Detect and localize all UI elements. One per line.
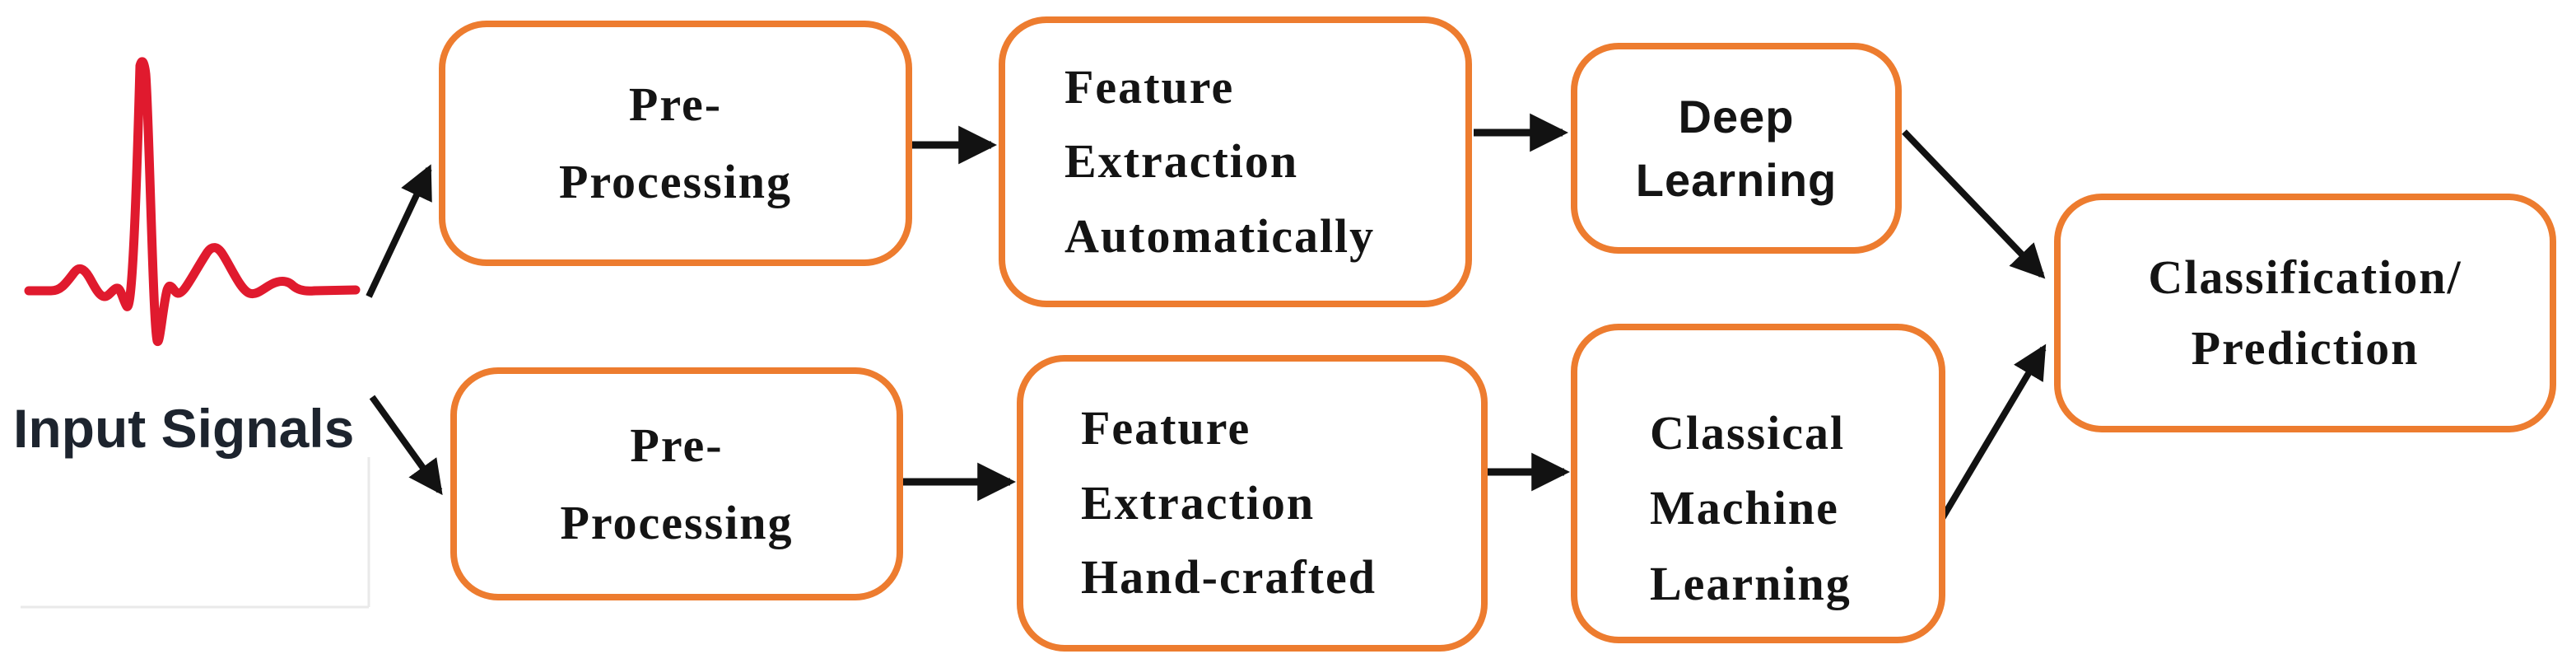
- ecg-waveform-icon: [24, 57, 361, 346]
- box-pre-processing-top: Pre- Processing: [439, 21, 912, 266]
- arrow-input-to-pre-bottom: [369, 395, 443, 496]
- box-feature-extraction-hand-crafted: Feature Extraction Hand-crafted: [1017, 355, 1488, 652]
- box-label: Classical Machine Learning: [1650, 405, 1852, 610]
- box-label: Classification/ Prediction: [2148, 250, 2462, 375]
- box-classification-prediction: Classification/ Prediction: [2054, 194, 2556, 432]
- box-label: Deep Learning: [1635, 90, 1838, 206]
- arrow-deep-to-classification: [1902, 129, 2046, 279]
- arrow-input-to-pre-top: [366, 164, 432, 298]
- box-classical-machine-learning: Classical Machine Learning: [1571, 324, 1945, 643]
- box-label: Feature Extraction Hand-crafted: [1081, 401, 1377, 605]
- box-label: Feature Extraction Automatically: [1064, 59, 1376, 263]
- input-signals-label: Input Signals: [13, 398, 355, 459]
- box-label: Pre- Processing: [560, 418, 794, 549]
- box-deep-learning: Deep Learning: [1571, 43, 1902, 254]
- box-pre-processing-bottom: Pre- Processing: [450, 367, 903, 600]
- box-label: Pre- Processing: [558, 77, 793, 208]
- arrow-classical-to-classification: [1937, 343, 2047, 524]
- box-feature-extraction-automatically: Feature Extraction Automatically: [999, 16, 1472, 307]
